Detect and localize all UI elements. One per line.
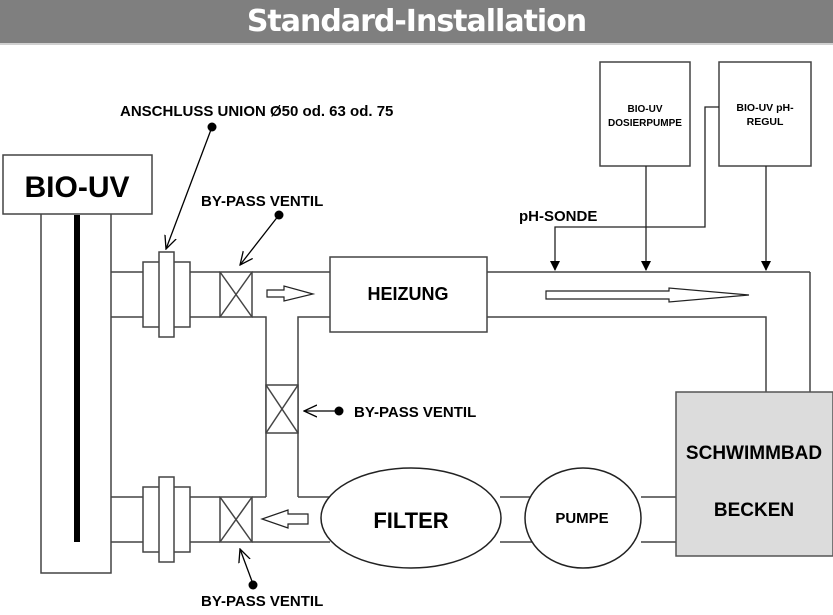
- bypass-valve-bottom-label: BY-PASS VENTIL: [201, 593, 323, 610]
- pool-label-line1: SCHWIMMBAD: [686, 443, 822, 464]
- filter-ellipse[interactable]: [320, 467, 502, 569]
- dosing-pump-box[interactable]: [599, 61, 691, 167]
- ph-sensor-label: pH-SONDE: [519, 208, 597, 225]
- flow-arrow-left-icon: [260, 509, 309, 529]
- union-fitting-lower: [142, 476, 191, 563]
- leader-dot: [334, 406, 344, 416]
- leader-dot: [274, 210, 284, 220]
- bypass-valve-top-label: BY-PASS VENTIL: [201, 193, 323, 210]
- union-leader-line: [166, 126, 213, 249]
- pump-label: PUMPE: [555, 510, 608, 527]
- leader-dot: [248, 580, 258, 590]
- flow-arrow-right-icon: [266, 285, 316, 302]
- ph-regulator-label-line2: REGUL: [747, 116, 784, 128]
- ph-regulator-label-line1: BIO-UV pH-: [736, 102, 794, 114]
- dosing-pump-label-line2: DOSIERPUMPE: [608, 118, 682, 129]
- ph-sensor-line: [550, 106, 719, 271]
- union-fitting-upper: [142, 251, 191, 338]
- leader-dot: [207, 122, 217, 132]
- bypass-valve-middle[interactable]: [265, 384, 299, 434]
- bypass-valve-middle-label: BY-PASS VENTIL: [354, 404, 476, 421]
- heater-label: HEIZUNG: [368, 284, 449, 304]
- bypass-valve-upper[interactable]: [219, 271, 253, 318]
- upper-pipe: [111, 271, 811, 392]
- uv-lamp: [74, 215, 80, 542]
- flow-arrow-long-right-icon: [545, 287, 750, 303]
- heater-box[interactable]: [329, 256, 488, 333]
- page-title: Standard-Installation: [0, 0, 833, 45]
- bypass-bottom-leader-line: [240, 549, 254, 585]
- bypass-top-leader-line: [240, 214, 280, 265]
- pump-ellipse[interactable]: [524, 467, 642, 569]
- pool-label-line2: BECKEN: [714, 500, 794, 521]
- bio-uv-label: BIO-UV: [25, 171, 130, 204]
- lower-pipe: [111, 496, 676, 543]
- filter-label: FILTER: [373, 508, 448, 533]
- bio-uv-unit[interactable]: [2, 154, 153, 574]
- dosing-pump-label-line1: BIO-UV: [628, 104, 663, 115]
- bio-uv-chamber: [40, 214, 112, 574]
- ph-regulator-box[interactable]: [718, 61, 812, 167]
- bypass-valve-lower[interactable]: [219, 496, 253, 543]
- union-connection-label: ANSCHLUSS UNION Ø50 od. 63 od. 75: [120, 103, 393, 120]
- bio-uv-box[interactable]: [2, 154, 153, 215]
- pool-box[interactable]: [675, 391, 833, 557]
